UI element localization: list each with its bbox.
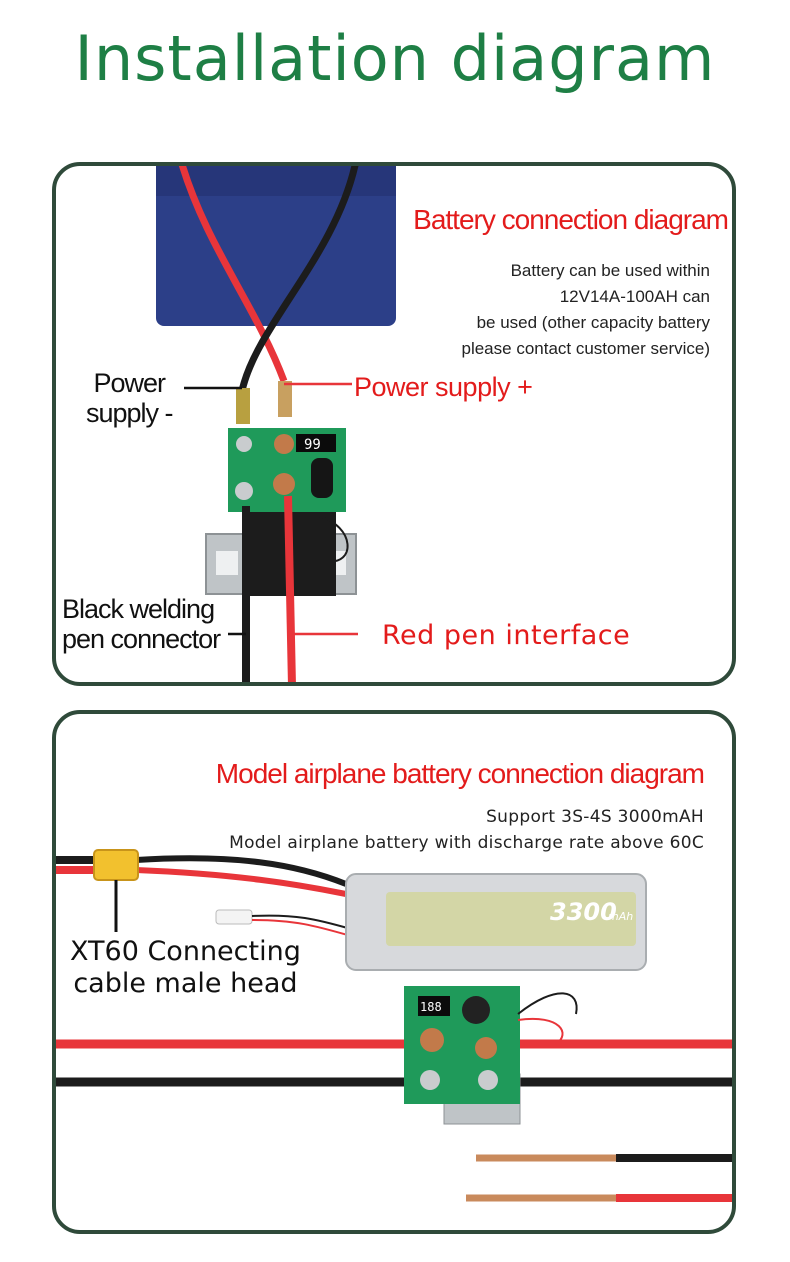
- black-wire-from-battery: [238, 166, 359, 392]
- lead-acid-battery: [156, 166, 396, 326]
- digit-display: [296, 434, 336, 452]
- page-title: Installation diagram: [74, 22, 716, 95]
- power-supply-plus-label: Power supply +: [354, 372, 533, 402]
- battery-unit-text: mAh: [608, 910, 633, 923]
- red-pen-interface-label: Red pen interface: [382, 620, 631, 651]
- note-line: 12V14A-100AH can: [559, 287, 710, 306]
- power-supply-minus-label: Power supply -: [86, 368, 174, 428]
- display-digits-text: 99: [304, 437, 321, 453]
- red-wire-from-battery: [178, 166, 288, 383]
- potentiometer-knob: [311, 458, 333, 498]
- red-pen-cable: [284, 495, 296, 682]
- battery-connection-panel: 99 Battery connection diagram Battery ca…: [52, 162, 736, 686]
- model-airplane-battery-panel: 3300 mAh 188 Model airplane battery conn…: [52, 710, 736, 1234]
- battery-capacity-text: 3300: [550, 898, 617, 926]
- battery-connection-heading: Battery connection diagram: [413, 204, 729, 235]
- battery-connection-illustration: 99: [156, 166, 396, 682]
- potentiometer-knob: [462, 996, 490, 1024]
- display-digits-text: 188: [420, 1000, 442, 1014]
- xt60-label: XT60 Connecting cable male head: [70, 936, 301, 999]
- balance-connector: [215, 909, 253, 925]
- note-line: please contact customer service): [461, 339, 711, 358]
- note-line: Battery can be used within: [510, 261, 710, 280]
- black-welding-pen-label: Black welding pen connector: [62, 594, 221, 654]
- battery-capacity-note: Battery can be used within 12V14A-100AH …: [462, 258, 711, 362]
- note-line: be used (other capacity battery: [476, 313, 710, 332]
- support-note: Support 3S-4S 3000mAH Model airplane bat…: [229, 807, 704, 853]
- model-airplane-heading: Model airplane battery connection diagra…: [215, 758, 705, 789]
- xt60-connector: [93, 849, 139, 881]
- digit-display: [418, 996, 450, 1016]
- model-airplane-illustration: 3300 mAh 188: [56, 849, 732, 1202]
